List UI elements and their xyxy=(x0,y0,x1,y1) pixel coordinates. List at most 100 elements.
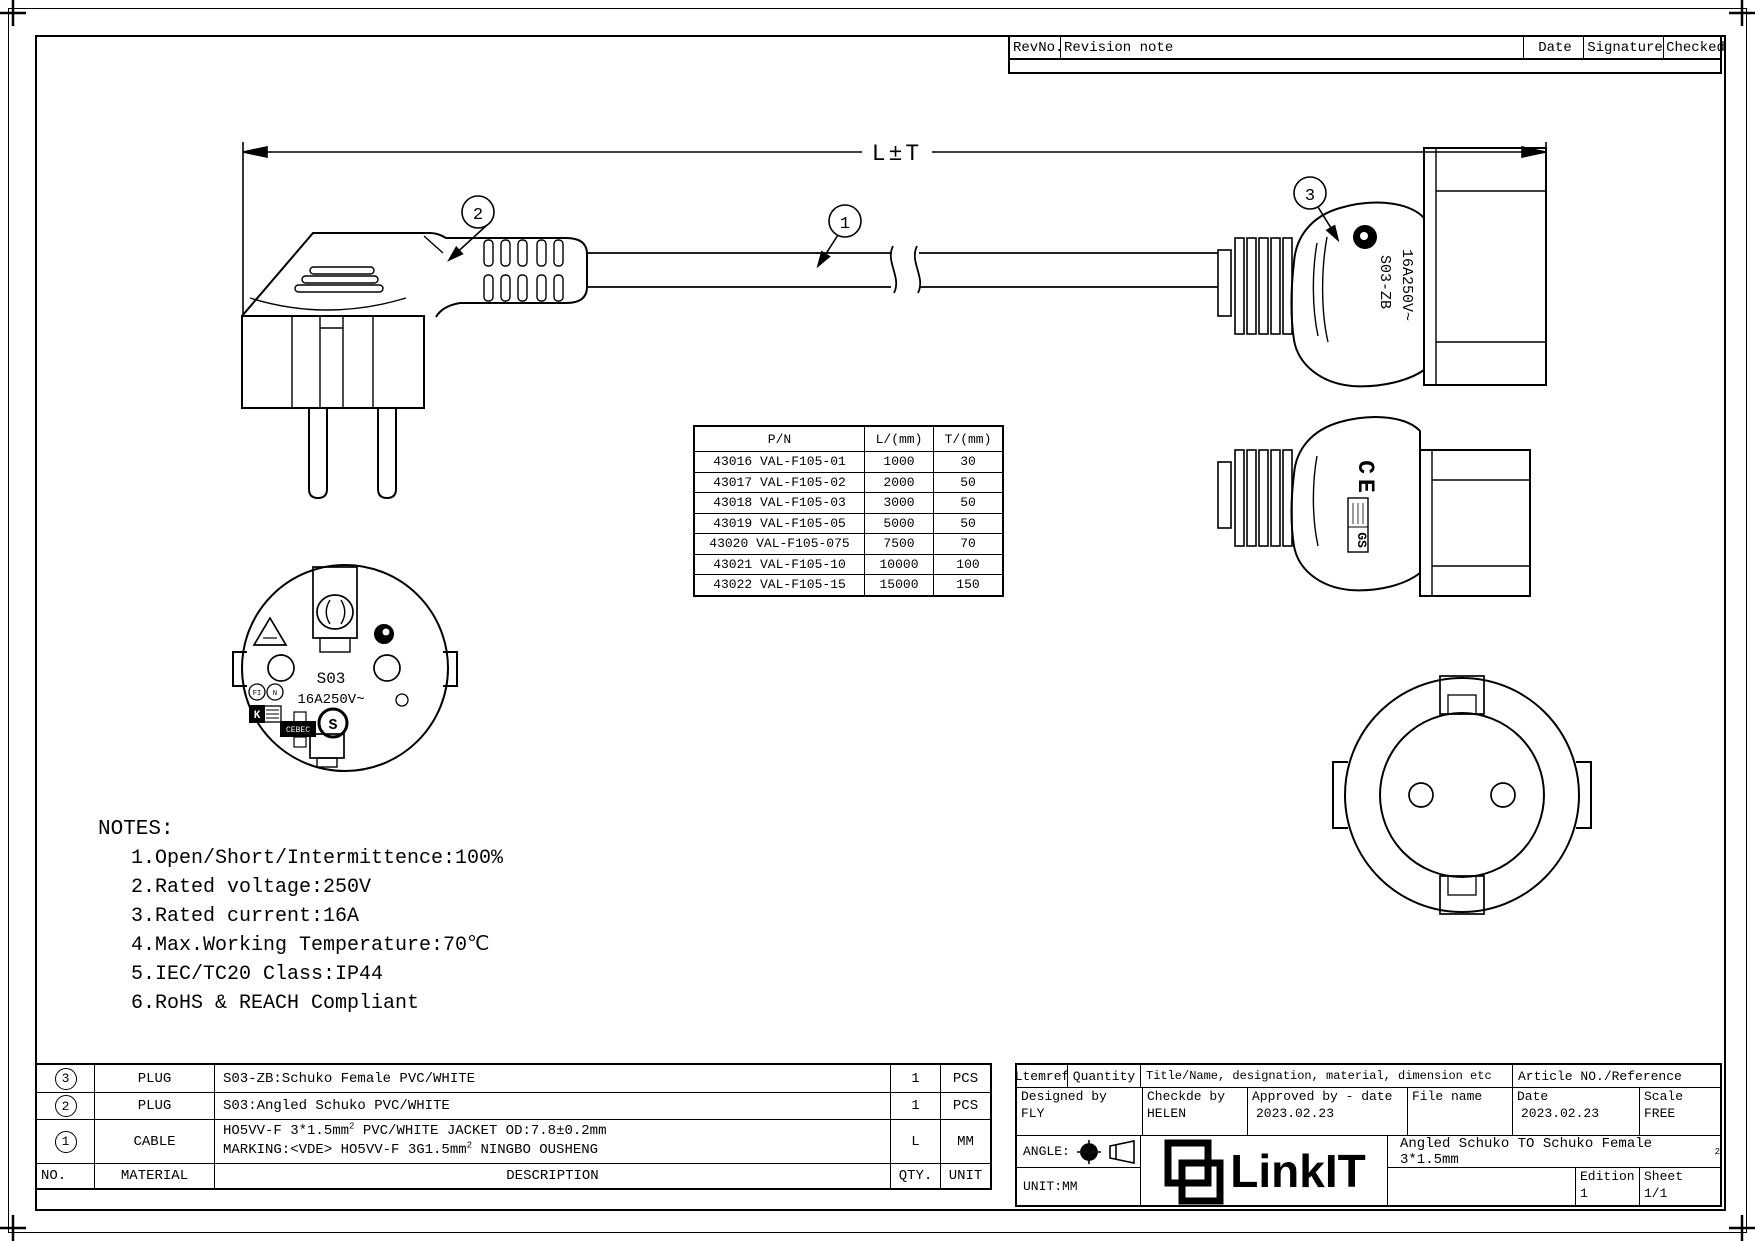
female-coupler-top-view xyxy=(1217,147,1547,388)
rev-checked-header: Checked xyxy=(1663,37,1724,58)
callout-1 xyxy=(816,204,862,269)
qty-header: QTY. xyxy=(890,1163,940,1188)
pin-hole-right xyxy=(1490,782,1516,808)
sheet-label: Sheet xyxy=(1644,1169,1684,1184)
callout-3 xyxy=(1293,176,1340,243)
material-row-cable: 1 CABLE HO5VV-F 3*1.5mm2 PVC/WHITE JACKE… xyxy=(37,1119,990,1163)
quantity-label: Quantity xyxy=(1067,1065,1140,1087)
sheet-cell: Sheet 1/1 xyxy=(1639,1167,1720,1205)
table-cell-t: 100 xyxy=(933,553,1002,574)
material-table: 3 PLUG S03-ZB:Schuko Female PVC/WHITE 1 … xyxy=(35,1063,992,1190)
table-cell-t: 50 xyxy=(933,471,1002,492)
file-name-cell: File name xyxy=(1407,1087,1512,1135)
item-number-badge: 1 xyxy=(54,1130,77,1153)
material-cell: PLUG xyxy=(94,1065,214,1092)
gs-mark: GS xyxy=(1354,532,1369,548)
vde-triangle-mark xyxy=(252,616,288,646)
designed-by-value: FLY xyxy=(1021,1106,1045,1121)
linkit-logo-text: LinkIT xyxy=(1230,1144,1366,1197)
superscript: 2 xyxy=(466,1140,473,1151)
designed-by-cell: Designed by FLY xyxy=(1017,1087,1142,1135)
table-cell-l: 15000 xyxy=(864,574,933,595)
linkit-logo-icon xyxy=(1164,1139,1224,1204)
table-cell-pn: 43018 VAL-F105-03 xyxy=(695,492,864,513)
cable-desc-line2: MARKING:<VDE> HO5VV-F 3G1.5mm xyxy=(223,1142,467,1158)
revision-empty-row xyxy=(1008,60,1722,74)
scale-label: Scale xyxy=(1644,1089,1684,1104)
angled-plug-side-view xyxy=(241,232,588,500)
ce-mark: CE xyxy=(1352,460,1378,498)
callout-1-number: 1 xyxy=(840,215,850,234)
callout-2-number: 2 xyxy=(473,206,483,225)
cable-desc-line1: HO5VV-F 3*1.5mm xyxy=(223,1123,350,1139)
table-cell-l: 5000 xyxy=(864,512,933,533)
edition-cell: Edition 1 xyxy=(1575,1167,1639,1205)
t-header: T/(mm) xyxy=(933,427,1002,451)
plug-face-cebec-mark: CEBEC xyxy=(286,726,310,735)
date-label: Date xyxy=(1517,1089,1549,1104)
plug-face-view xyxy=(232,564,458,772)
table-cell-l: 10000 xyxy=(864,553,933,574)
cable-desc-line2b: NINGBO OUSHENG xyxy=(472,1142,599,1158)
callout-3-number: 3 xyxy=(1305,187,1315,206)
plug-face-rating: 16A250V~ xyxy=(297,692,364,708)
table-cell-t: 30 xyxy=(933,451,1002,472)
unit-cell-label: UNIT:MM xyxy=(1017,1167,1140,1205)
table-cell-t: 70 xyxy=(933,533,1002,554)
coupler-rating: 16A250V~ xyxy=(1398,249,1415,321)
sheet-value: 1/1 xyxy=(1644,1186,1668,1201)
revision-table: RevNo. Revision note Date Signature Chec… xyxy=(1008,35,1724,74)
table-cell-pn: 43017 VAL-F105-02 xyxy=(695,471,864,493)
item-number-badge: 2 xyxy=(54,1095,77,1117)
scale-cell: Scale FREE xyxy=(1639,1087,1720,1135)
revision-note-header: Revision note xyxy=(1060,37,1523,58)
table-cell-l: 3000 xyxy=(864,492,933,513)
description-cell: S03-ZB:Schuko Female PVC/WHITE xyxy=(214,1065,890,1092)
callout-2 xyxy=(447,195,495,262)
item-number-badge: 3 xyxy=(54,1067,77,1090)
table-cell-t: 150 xyxy=(933,574,1002,595)
s-approval-mark xyxy=(317,707,349,739)
notes-title: NOTES: xyxy=(98,818,174,841)
material-header-row: NO. MATERIAL DESCRIPTION QTY. UNIT xyxy=(37,1163,990,1188)
title-block: Ltemref Quantity Title/Name, designation… xyxy=(1015,1063,1722,1207)
table-cell-l: 1000 xyxy=(864,451,933,472)
dimension-line xyxy=(242,142,1547,316)
date-cell: Date 2023.02.23 xyxy=(1512,1087,1639,1135)
note-item: 2.Rated voltage:250V xyxy=(131,876,372,899)
checked-by-value: HELEN xyxy=(1147,1106,1187,1121)
dimension-label: L±T xyxy=(872,141,922,167)
qty-cell: L xyxy=(890,1119,940,1163)
rev-signature-header: Signature xyxy=(1583,37,1663,58)
unit-header: UNIT xyxy=(940,1163,990,1188)
article-reference-label: Article NO./Reference xyxy=(1512,1065,1720,1087)
no-header: NO. xyxy=(37,1163,94,1188)
designed-by-label: Designed by xyxy=(1021,1089,1107,1104)
description-cell: S03:Angled Schuko PVC/WHITE xyxy=(214,1092,890,1119)
description-cell: HO5VV-F 3*1.5mm2 PVC/WHITE JACKET OD:7.8… xyxy=(214,1119,890,1163)
table-cell-t: 50 xyxy=(933,512,1002,533)
date-value: 2023.02.23 xyxy=(1521,1106,1600,1121)
description-header: DESCRIPTION xyxy=(214,1163,890,1188)
female-coupler-mark-view xyxy=(1217,416,1531,597)
unit-cell: PCS xyxy=(940,1092,990,1119)
file-name-label: File name xyxy=(1412,1089,1483,1104)
qty-cell: 1 xyxy=(890,1092,940,1119)
material-cell: PLUG xyxy=(94,1092,214,1119)
pn-header: P/N xyxy=(767,431,792,447)
edition-value: 1 xyxy=(1580,1186,1588,1201)
notes-section: NOTES: 1.Open/Short/Intermittence:100% 2… xyxy=(98,815,503,1018)
note-item: 6.RoHS & REACH Compliant xyxy=(131,992,420,1015)
pin-hole-left xyxy=(1408,782,1434,808)
note-item: 1.Open/Short/Intermittence:100% xyxy=(131,847,504,870)
angle-label: ANGLE: xyxy=(1023,1144,1070,1159)
table-cell-l: 7500 xyxy=(864,533,933,554)
checked-by-label: Checkde by xyxy=(1147,1089,1226,1104)
table-cell-pn: 43016 VAL-F105-01 xyxy=(695,451,864,472)
plug-face-model: S03 xyxy=(317,670,346,688)
empty-cell xyxy=(1387,1167,1575,1205)
rev-no-header: RevNo. xyxy=(1013,39,1060,56)
table-cell-t: 50 xyxy=(933,492,1002,513)
